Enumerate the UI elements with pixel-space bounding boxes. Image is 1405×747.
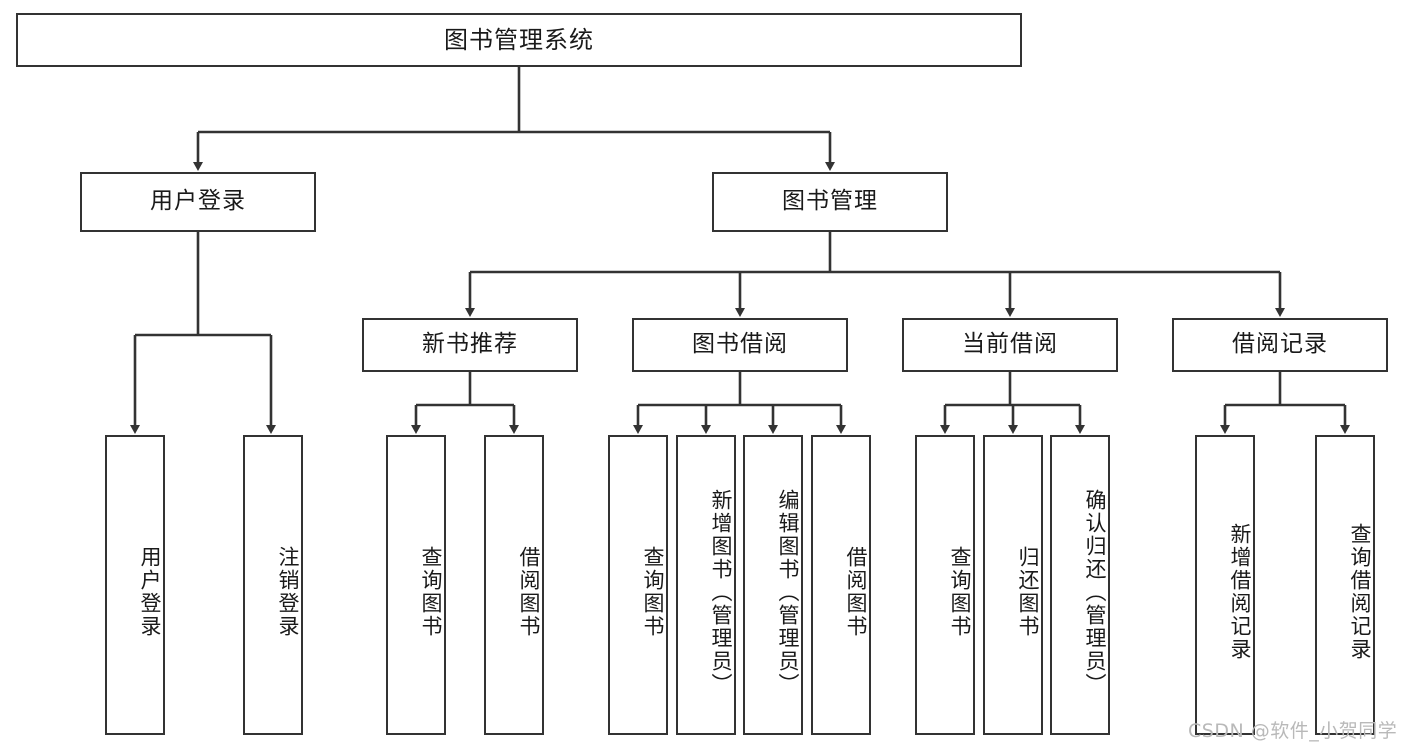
node-label: 图书借阅 — [692, 331, 788, 358]
node-label: 查询图书 — [948, 546, 972, 638]
node-leaf[interactable]: 注销登录 — [243, 435, 303, 735]
node-label: 图书管理 — [782, 188, 878, 215]
node-level3[interactable]: 新书推荐 — [362, 318, 578, 372]
node-label: 用户登录 — [138, 546, 162, 638]
node-level3[interactable]: 借阅记录 — [1172, 318, 1388, 372]
node-label: 注销登录 — [276, 546, 300, 638]
node-leaf[interactable]: 归还图书 — [983, 435, 1043, 735]
node-label: 查询图书 — [419, 546, 443, 638]
node-label: 当前借阅 — [962, 331, 1058, 358]
node-label: 用户登录 — [150, 188, 246, 215]
node-label: 新增图书（管理员） — [709, 488, 733, 696]
node-leaf[interactable]: 查询图书 — [915, 435, 975, 735]
node-label: 确认归还（管理员） — [1083, 488, 1107, 696]
node-label: 查询借阅记录 — [1348, 523, 1372, 661]
node-label: 借阅记录 — [1232, 331, 1328, 358]
node-leaf[interactable]: 查询图书 — [386, 435, 446, 735]
node-label: 图书管理系统 — [444, 25, 594, 54]
node-leaf[interactable]: 借阅图书 — [811, 435, 871, 735]
node-label: 编辑图书（管理员） — [776, 488, 800, 696]
node-level2[interactable]: 用户登录 — [80, 172, 316, 232]
node-level3[interactable]: 当前借阅 — [902, 318, 1118, 372]
node-leaf[interactable]: 新增图书（管理员） — [676, 435, 736, 735]
node-label: 新增借阅记录 — [1228, 523, 1252, 661]
node-leaf[interactable]: 借阅图书 — [484, 435, 544, 735]
node-label: 借阅图书 — [844, 546, 868, 638]
node-label: 新书推荐 — [422, 331, 518, 358]
node-level2[interactable]: 图书管理 — [712, 172, 948, 232]
node-leaf[interactable]: 用户登录 — [105, 435, 165, 735]
node-leaf[interactable]: 新增借阅记录 — [1195, 435, 1255, 735]
csdn-watermark: CSDN @软件_小贺同学 — [1188, 720, 1398, 742]
node-leaf[interactable]: 查询图书 — [608, 435, 668, 735]
node-label: 查询图书 — [641, 546, 665, 638]
node-root-system[interactable]: 图书管理系统 — [16, 13, 1022, 67]
node-label: 归还图书 — [1016, 546, 1040, 638]
node-leaf[interactable]: 编辑图书（管理员） — [743, 435, 803, 735]
node-level3[interactable]: 图书借阅 — [632, 318, 848, 372]
node-leaf[interactable]: 确认归还（管理员） — [1050, 435, 1110, 735]
node-label: 借阅图书 — [517, 546, 541, 638]
node-leaf[interactable]: 查询借阅记录 — [1315, 435, 1375, 735]
